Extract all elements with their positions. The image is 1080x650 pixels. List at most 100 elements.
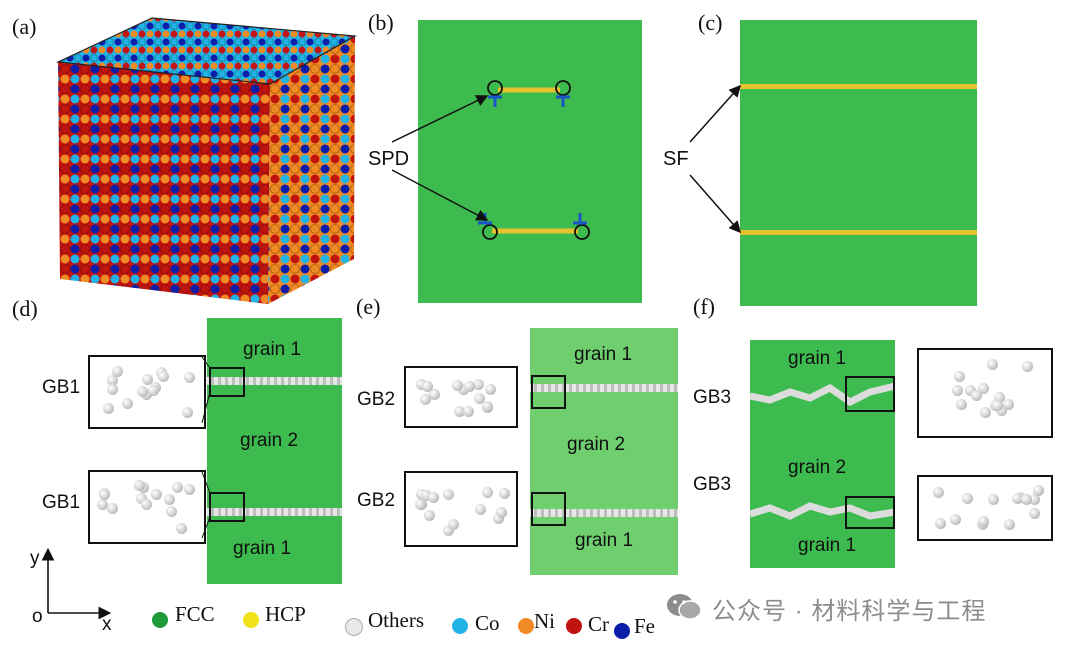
grain-label: grain 2 (788, 457, 847, 478)
atom-sphere (996, 404, 1007, 416)
legend-swatch-fcc (152, 612, 168, 628)
gb-label: GB3 (693, 474, 732, 495)
atom-sphere (442, 524, 454, 536)
atom-sphere (453, 406, 465, 418)
atom-sphere (122, 398, 134, 410)
grain-label: grain 1 (798, 535, 857, 556)
atom-sphere (416, 379, 428, 391)
atom-sphere (949, 513, 961, 525)
atom-sphere (135, 492, 147, 504)
gb3-zoom-box-upper (845, 376, 895, 412)
atom-sphere (182, 406, 194, 418)
legend-swatch-hcp (243, 612, 259, 628)
panel-label-d: (d) (12, 296, 38, 321)
legend-label-fe: Fe (634, 614, 655, 638)
atom-sphere (429, 388, 441, 400)
legend-label-co: Co (475, 611, 500, 635)
atom-sphere (421, 489, 433, 501)
atom-sphere (481, 401, 493, 413)
atom-sphere (978, 382, 990, 394)
atom-sphere (994, 392, 1006, 404)
gb-label: GB1 (42, 492, 81, 513)
gb2-bicrystal-panel (530, 328, 678, 575)
gb2-zoom-box-upper (531, 375, 566, 409)
panel-label-a: (a) (12, 14, 37, 39)
grain-label: grain 1 (574, 344, 633, 365)
atom-sphere (157, 370, 169, 382)
atom-sphere (956, 399, 968, 411)
legend-label-hcp: HCP (265, 602, 306, 626)
atom-sphere (424, 509, 436, 521)
grain-label: grain 1 (243, 339, 302, 360)
atom-sphere (98, 488, 110, 500)
atom-sphere (166, 506, 178, 518)
legend-label-fcc: FCC (175, 602, 215, 626)
atom-sphere (970, 389, 982, 401)
panel-label-f: (f) (693, 294, 715, 319)
grain-label: grain 2 (567, 434, 626, 455)
grain-label: grain 1 (575, 530, 634, 551)
atom-sphere (112, 366, 124, 378)
atom-sphere (1028, 507, 1040, 519)
atom-sphere (452, 380, 464, 392)
gb1-zoom-box-lower (209, 492, 245, 522)
atom-sphere (107, 383, 119, 395)
atom-sphere (136, 386, 148, 398)
atom-sphere (1012, 493, 1024, 505)
stacking-fault-line-upper (740, 84, 977, 89)
gb3-atom-inset-lower (917, 475, 1053, 541)
atom-sphere (103, 402, 115, 414)
atom-sphere (964, 385, 976, 397)
grain-label: grain 2 (240, 430, 299, 451)
sf-simulation-panel (740, 20, 977, 306)
gb1-connector-lines (201, 356, 211, 539)
atom-sphere (977, 515, 989, 527)
atom-sphere (1004, 518, 1016, 530)
origin-label: o (32, 606, 43, 627)
atom-sphere (499, 488, 511, 500)
cube-front-face (58, 62, 270, 304)
atom-sphere (164, 494, 176, 506)
legend-swatch-cr (566, 618, 582, 634)
atom-sphere (474, 504, 486, 516)
atom-sphere (448, 518, 460, 530)
spd-simulation-panel (418, 20, 642, 303)
coordinate-axes (41, 547, 112, 620)
gb-label: GB2 (357, 490, 396, 511)
cube-side-face (268, 36, 355, 304)
legend-label-ni: Ni (534, 609, 555, 633)
panel-label-c: (c) (698, 10, 723, 35)
y-axis-label: y (30, 548, 40, 569)
legend-label-cr: Cr (588, 612, 609, 636)
atom-sphere (133, 480, 145, 492)
sf-arrows (689, 84, 741, 234)
gb1-boundary-lower (207, 508, 342, 516)
atom-sphere (419, 394, 431, 406)
atom-sphere (415, 499, 427, 511)
atom-sphere (1029, 494, 1041, 506)
wechat-icon (667, 594, 702, 620)
atom-sphere (183, 372, 195, 384)
atom-sphere (428, 491, 440, 503)
atom-sphere (171, 481, 183, 493)
atom-sphere (140, 498, 152, 510)
gb3-zoom-box-lower (845, 496, 895, 529)
atom-sphere (496, 506, 508, 518)
gb3-bicrystal-panel (750, 340, 895, 568)
atom-sphere (481, 486, 493, 498)
atomic-cube-figure (55, 17, 357, 304)
atom-sphere (106, 502, 118, 514)
gb3-boundaries (750, 382, 895, 520)
panel-label-b: (b) (368, 10, 394, 35)
sf-callout: SF (663, 148, 689, 170)
atom-sphere (96, 498, 108, 510)
gb-label: GB3 (693, 387, 732, 408)
atom-sphere (462, 406, 474, 418)
panel-label-e: (e) (356, 294, 381, 319)
atom-sphere (934, 518, 946, 529)
atom-sphere (485, 384, 497, 396)
atom-sphere (473, 393, 485, 405)
atom-sphere (150, 488, 162, 500)
grain-label: grain 1 (788, 348, 847, 369)
atom-sphere (951, 384, 963, 396)
